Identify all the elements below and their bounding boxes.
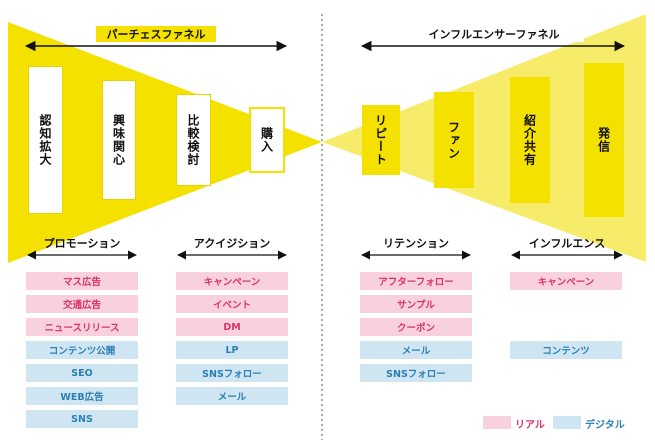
stage-repeat-label: リピート [373, 114, 388, 166]
retention-heading: リテンション [383, 237, 449, 250]
retention-tag: サンプル [360, 295, 472, 313]
stage-referral: 紹介共有 [510, 77, 550, 203]
promotion-heading: プロモーション [43, 237, 121, 250]
stage-referral-label: 紹介共有 [522, 114, 537, 166]
stage-comparison-label: 比較検討 [186, 114, 200, 166]
acquisition-tag: メール [176, 387, 288, 405]
stage-fan-label: ファン [446, 120, 461, 160]
purchase-funnel-shape [8, 22, 322, 263]
promotion-tag: WEB広告 [26, 387, 138, 405]
influencer-funnel-shape [322, 14, 646, 262]
acquisition-tag: SNSフォロー [176, 364, 288, 382]
retention-tag: クーポン [360, 318, 472, 336]
stage-awareness: 認知拡大 [28, 66, 63, 214]
retention-tag: アフターフォロー [360, 272, 472, 290]
purchase-funnel-title: パーチェスファネル [96, 26, 216, 42]
acquisition-tag: LP [176, 341, 288, 359]
acquisition-tag: イベント [176, 295, 288, 313]
legend-digital-label: デジタル [585, 420, 625, 431]
influence-tag: キャンペーン [510, 272, 622, 290]
promotion-tag: SNS [26, 410, 138, 428]
acquisition-tag: キャンペーン [176, 272, 288, 290]
stage-interest: 興味関心 [102, 80, 136, 200]
stage-broadcast: 発信 [584, 63, 624, 217]
influencer-funnel-title: インフルエンサーファネル [404, 26, 584, 42]
acquisition-heading: アクイジション [193, 237, 271, 250]
stage-fan: ファン [434, 92, 474, 188]
stage-repeat: リピート [362, 105, 400, 175]
stage-interest-label: 興味関心 [111, 114, 126, 166]
promotion-tag: マス広告 [26, 272, 138, 290]
acquisition-tag: DM [176, 318, 288, 336]
legend-digital-swatch [553, 416, 581, 429]
retention-tag: メール [360, 341, 472, 359]
stage-purchase: 購入 [249, 107, 285, 173]
stage-comparison: 比較検討 [176, 94, 211, 186]
stage-awareness-label: 認知拡大 [38, 114, 52, 166]
retention-tag: SNSフォロー [360, 364, 472, 382]
promotion-tag: ニュースリリース [26, 318, 138, 336]
promotion-tag: コンテンツ公開 [26, 341, 138, 359]
stage-broadcast-label: 発信 [596, 127, 611, 153]
influence-heading: インフルエンス [528, 237, 606, 250]
legend-real-swatch [483, 416, 511, 429]
stage-purchase-label: 購入 [259, 127, 274, 153]
promotion-tag: SEO [26, 364, 138, 382]
influence-tag: コンテンツ [510, 341, 622, 359]
legend-real-label: リアル [515, 420, 545, 431]
promotion-tag: 交通広告 [26, 295, 138, 313]
